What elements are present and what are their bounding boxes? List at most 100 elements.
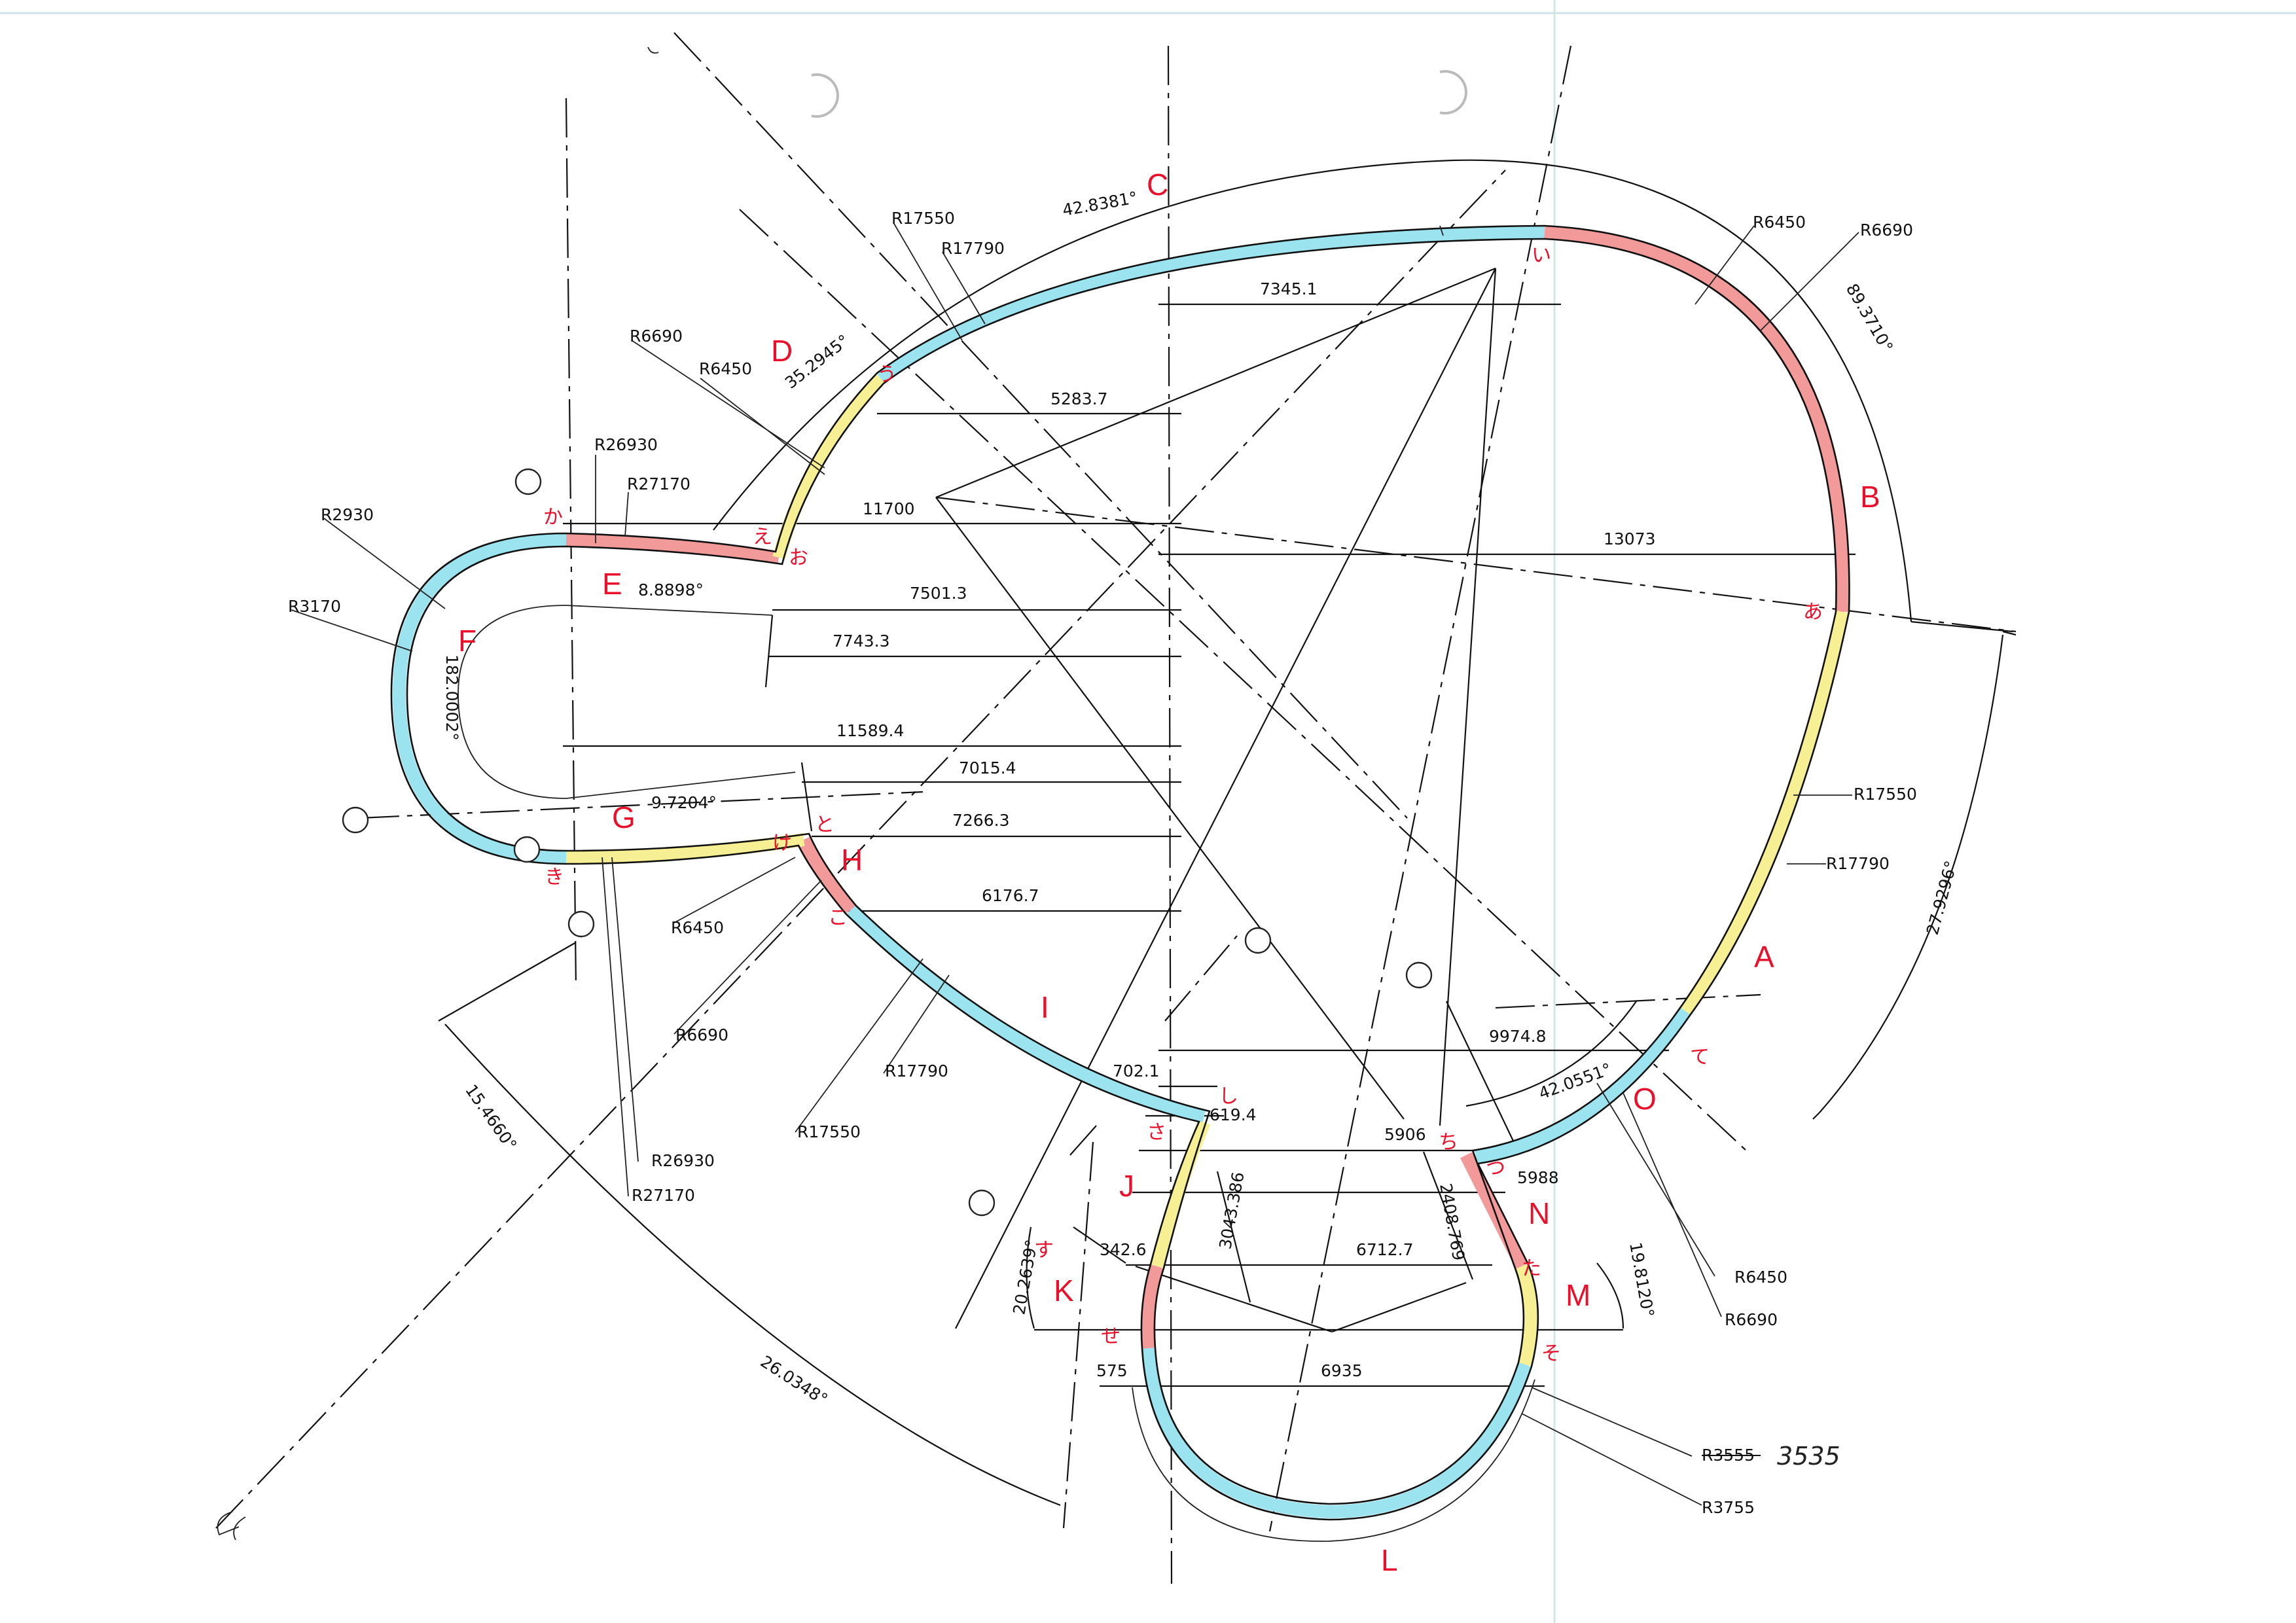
point-label-ke: け — [772, 832, 792, 855]
point-label-chi: ち — [1439, 1131, 1458, 1154]
dimension-label: 2408.769 — [1436, 1182, 1468, 1262]
point-label-e: え — [753, 526, 772, 548]
segment-label-m: M — [1566, 1278, 1590, 1312]
dimension-label: 5283.7 — [1050, 389, 1107, 408]
point-label-ta: た — [1522, 1257, 1541, 1280]
point-label-su: す — [1034, 1239, 1054, 1262]
dimension-label: 342.6 — [1100, 1240, 1147, 1259]
point-label-se: せ — [1101, 1325, 1121, 1348]
construction-lines — [215, 32, 2017, 1584]
segment-label-e: E — [602, 567, 622, 601]
angle-labels: 42.8381° 89.3710° 35.2945° 8.8898° 182.0… — [442, 188, 1961, 1409]
radius-label: R27170 — [627, 474, 691, 493]
dimension-label: 11700 — [863, 499, 915, 518]
radius-label: R6690 — [675, 1026, 728, 1044]
segment-label-l: L — [1381, 1543, 1398, 1577]
dimension-label: 7345.1 — [1260, 279, 1317, 298]
radius-labels: R17550 R17790 R6690 R6450 R26930 R27170 … — [288, 209, 1917, 1517]
segment-label-i: I — [1041, 990, 1049, 1024]
point-label-te: て — [1690, 1046, 1710, 1069]
segment-label-h: H — [841, 843, 863, 877]
radius-label: R17790 — [941, 239, 1005, 258]
angle-label-k: 20.2639° — [1009, 1238, 1041, 1316]
punch-hole — [811, 70, 1467, 118]
angle-label-c: 42.8381° — [1061, 188, 1139, 220]
dimension-label: 6176.7 — [982, 886, 1039, 905]
radius-label: R17790 — [885, 1061, 948, 1080]
segment-j-fill — [1151, 1120, 1211, 1268]
angle-label-p2: 26.0348° — [757, 1352, 831, 1409]
radius-label: R2930 — [321, 505, 374, 524]
angle-label-p1: 15.4660° — [461, 1081, 520, 1154]
segment-l-fill — [1142, 1347, 1532, 1519]
radius-label: R17790 — [1826, 854, 1890, 873]
segment-m-fill — [1515, 1264, 1537, 1366]
segment-h-fill — [797, 836, 856, 914]
segment-label-d: D — [771, 334, 793, 368]
reference-circles — [217, 46, 1433, 1541]
outer-loop-l — [1132, 1379, 1535, 1542]
dimension-label: 619.4 — [1210, 1105, 1257, 1124]
dimension-label: 7743.3 — [833, 632, 889, 651]
radius-label: R17550 — [891, 209, 955, 228]
reference-circle — [1405, 961, 1433, 989]
segment-label-g: G — [612, 800, 636, 834]
segment-b-fill — [1544, 226, 1850, 613]
segment-a-upper-fill — [1679, 610, 1849, 1015]
radius-label: R3755 — [1702, 1498, 1755, 1517]
reference-circle — [1244, 927, 1272, 954]
dimension-label: 9974.8 — [1489, 1027, 1546, 1046]
dimension-label: 5906 — [1384, 1125, 1426, 1144]
track-colored — [392, 226, 1850, 1519]
segment-c-fill — [876, 226, 1545, 384]
dimension-label: 575 — [1096, 1361, 1128, 1380]
segment-label-f: F — [458, 624, 476, 658]
segment-label-o: O — [1633, 1082, 1657, 1116]
point-labels: い う え お か き け こ さ し す せ そ た ち つ て と あ — [543, 244, 1823, 1365]
radius-label: R6450 — [1753, 213, 1806, 232]
dimension-label: 7015.4 — [959, 758, 1016, 777]
angle-label-g: 9.7204° — [651, 793, 717, 812]
radius-label: R6450 — [671, 918, 724, 937]
segment-i-fill — [846, 904, 1206, 1122]
reference-circle — [342, 806, 369, 834]
point-label-shi: し — [1219, 1085, 1238, 1108]
point-label-sa: さ — [1147, 1121, 1166, 1144]
radius-label: R17550 — [797, 1122, 861, 1141]
radius-label: R26930 — [594, 435, 658, 454]
track-rails — [390, 224, 1850, 1542]
radius-label: R6690 — [1860, 221, 1913, 240]
dimension-label: 13073 — [1604, 529, 1656, 548]
angle-label-a: 27.9296° — [1923, 859, 1961, 936]
segment-label-a: A — [1754, 940, 1774, 974]
segment-labels: C B A O N M L K J I H G F E D — [458, 168, 1880, 1577]
point-label-ko: こ — [828, 906, 848, 929]
dimension-label: 702.1 — [1113, 1061, 1160, 1080]
reference-circle — [567, 910, 595, 938]
segment-label-j: J — [1119, 1169, 1134, 1203]
radius-label: R6690 — [630, 327, 683, 346]
point-label-ka: か — [543, 506, 563, 529]
reference-circle — [968, 1189, 996, 1217]
point-label-to: と — [815, 813, 834, 836]
handwritten-radius: 3535 — [1777, 1442, 1840, 1471]
angle-label-e: 8.8898° — [638, 580, 704, 599]
segment-g-fill — [565, 833, 805, 864]
leader-lines — [291, 222, 1859, 1506]
segment-o-fill — [1475, 1007, 1691, 1164]
radius-label: R26930 — [651, 1151, 715, 1170]
dimension-label: 6935 — [1321, 1361, 1363, 1380]
angle-label-m: 19.8120° — [1626, 1241, 1658, 1319]
reference-circle — [513, 836, 541, 863]
segment-e-fill — [565, 533, 780, 564]
angle-arcs — [438, 159, 2017, 1507]
point-label-i: い — [1532, 244, 1551, 267]
dimension-label: 5988 — [1517, 1168, 1559, 1187]
dimension-label: 6712.7 — [1356, 1240, 1413, 1259]
angle-label-f: 182.0002° — [442, 654, 461, 741]
radius-label: R6450 — [1734, 1268, 1787, 1287]
reference-circle — [514, 468, 542, 495]
inner-loop-f — [457, 605, 796, 799]
segment-label-b: B — [1860, 480, 1880, 514]
